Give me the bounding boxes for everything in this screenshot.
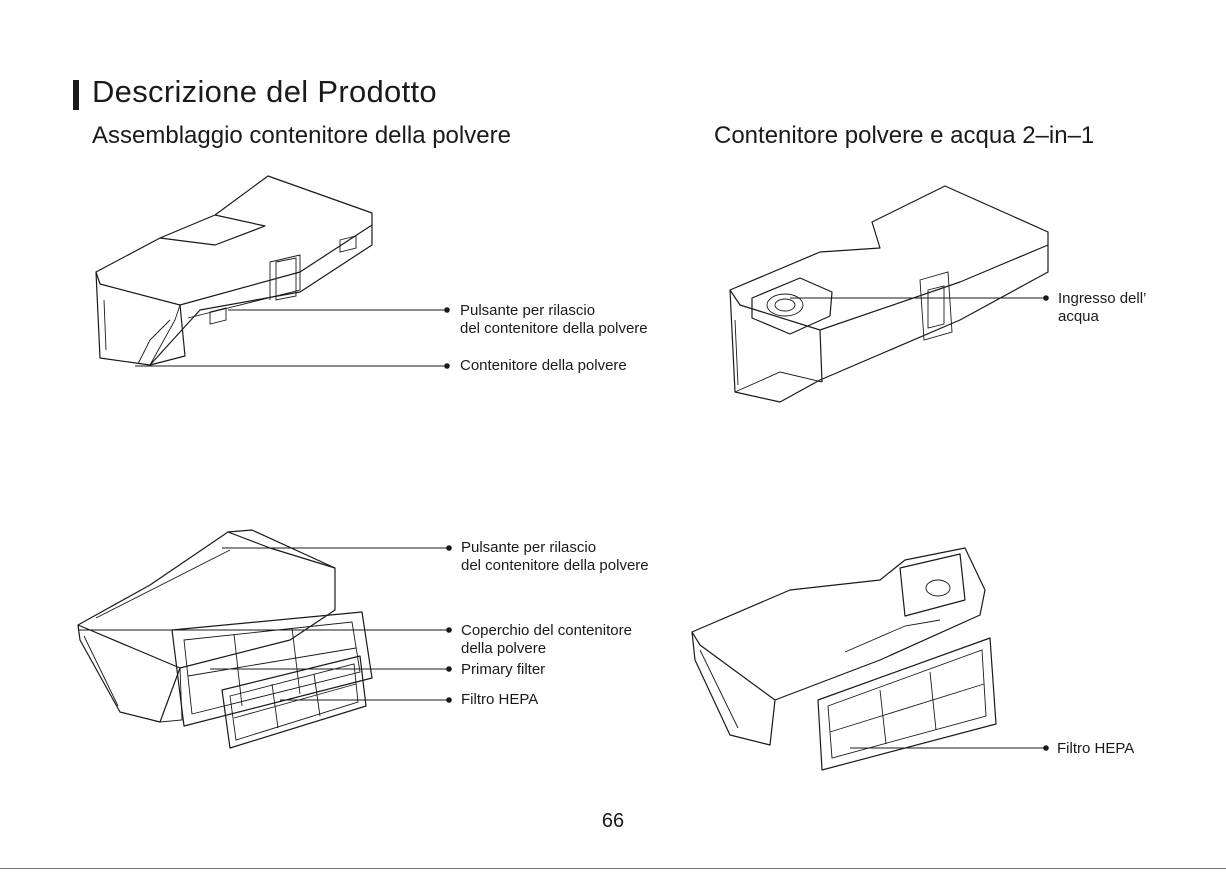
callout-text: Pulsante per rilascio del contenitore de… bbox=[461, 539, 649, 574]
callout-dust-container: Contenitore della polvere bbox=[460, 357, 627, 375]
leaders-fig2 bbox=[790, 295, 1049, 301]
callout-release-button-bottom: Pulsante per rilascio del contenitore de… bbox=[461, 539, 649, 575]
leaders-fig1 bbox=[135, 307, 450, 369]
left-section-title: Assemblaggio contenitore della polvere bbox=[92, 122, 511, 149]
title-accent-bar bbox=[73, 80, 79, 110]
callout-text: Contenitore della polvere bbox=[460, 357, 627, 374]
callout-text: Coperchio del contenitore della polvere bbox=[461, 622, 632, 657]
right-section-title: Contenitore polvere e acqua 2–in–1 bbox=[714, 122, 1095, 149]
callout-text: Filtro HEPA bbox=[461, 691, 539, 708]
callout-text: Filtro HEPA bbox=[1057, 740, 1135, 757]
callout-text: Ingresso dell’ acqua bbox=[1058, 290, 1147, 325]
page-number: 66 bbox=[601, 810, 625, 832]
leaders-fig4 bbox=[850, 745, 1049, 751]
callout-hepa-filter-right: Filtro HEPA bbox=[1057, 740, 1134, 758]
dust-box-illustration bbox=[95, 175, 373, 366]
bottom-divider bbox=[0, 868, 1226, 869]
two-in-one-exploded-illustration bbox=[691, 547, 997, 771]
two-in-one-box-illustration bbox=[729, 185, 1049, 403]
callout-hepa-filter-left: Filtro HEPA bbox=[461, 691, 538, 709]
callout-primary-filter: Primary filter bbox=[461, 661, 545, 679]
callout-text: Pulsante per rilascio del contenitore de… bbox=[460, 302, 648, 337]
page-title: Descrizione del Prodotto bbox=[92, 74, 437, 109]
dust-box-exploded-illustration bbox=[77, 529, 373, 749]
callout-dust-lid: Coperchio del contenitore della polvere bbox=[461, 622, 632, 658]
callout-water-inlet: Ingresso dell’ acqua bbox=[1058, 290, 1146, 326]
callout-release-button-top: Pulsante per rilascio del contenitore de… bbox=[460, 302, 648, 338]
leaders-fig3 bbox=[78, 545, 452, 703]
callout-text: Primary filter bbox=[461, 661, 546, 678]
